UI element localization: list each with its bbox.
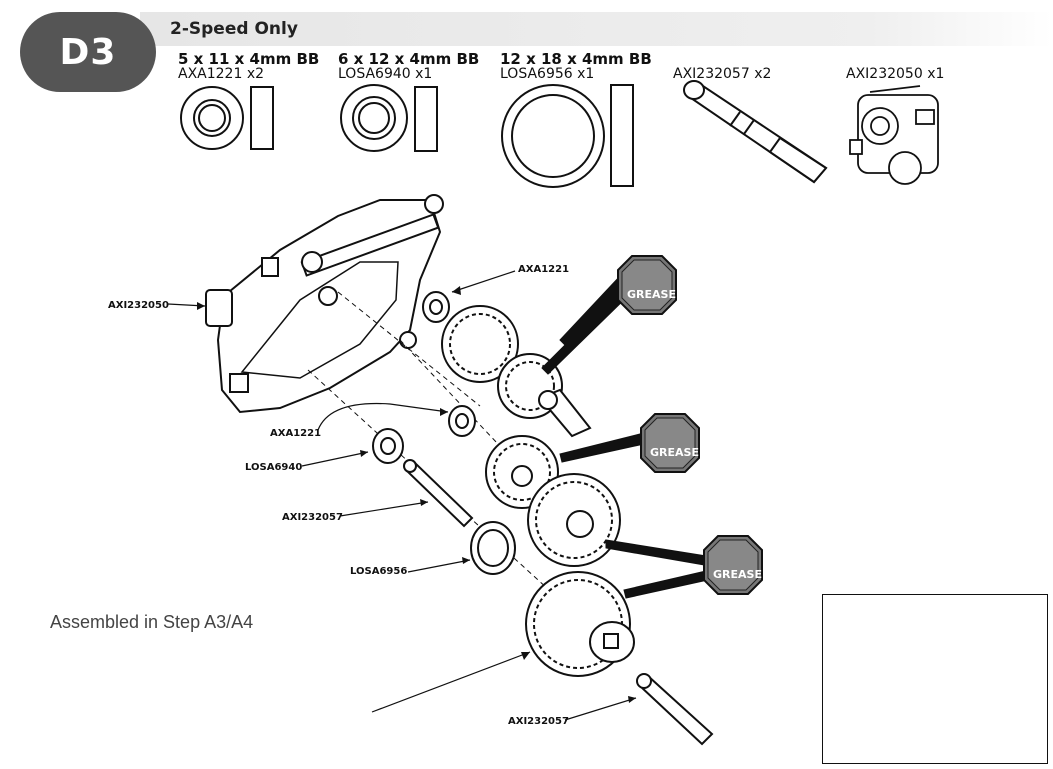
callout-bearing-6956: LOSA6956 — [350, 566, 408, 577]
bearing-5x11-icon — [180, 86, 274, 150]
bearing-axa1221-upper — [422, 291, 450, 323]
callout-arrowheads — [197, 286, 636, 703]
bearing-6x12-icon — [340, 84, 438, 152]
grease-badge-3 — [703, 535, 763, 595]
callout-shaft-top: AXI232057 — [282, 512, 343, 523]
grease-badge-2 — [640, 413, 700, 473]
shaft-axi232057-upper — [403, 459, 474, 528]
inset-frame — [822, 594, 1048, 764]
callout-housing: AXI232050 — [108, 300, 169, 311]
assembly-note: Assembled in Step A3/A4 — [50, 612, 254, 632]
grease-label-2: GREASE — [650, 446, 699, 459]
gear-middle-large — [527, 473, 621, 567]
bearing-12x18-icon — [501, 84, 634, 188]
header-bar — [140, 12, 1053, 46]
part-code-5: AXI232050 x1 — [846, 66, 945, 82]
gear-bottom-spur — [525, 571, 635, 677]
grease-badge-1 — [617, 255, 677, 315]
part-spec-3: 12 x 18 x 4mm BB — [500, 50, 652, 68]
part-spec-1: 5 x 11 x 4mm BB — [178, 50, 320, 68]
callout-bearing-6940: LOSA6940 — [245, 462, 303, 473]
callout-shaft-bottom: AXI232057 — [508, 716, 569, 727]
step-title: 2-Speed Only — [170, 19, 298, 39]
gearbox-axi232050-icon — [849, 85, 939, 185]
bearing-losa6956 — [470, 521, 516, 575]
callout-bearing-mid: AXA1221 — [270, 428, 322, 439]
bearing-axa1221-lower — [448, 405, 476, 437]
gearbox-housing — [205, 194, 444, 414]
part-code-2: LOSA6940 x1 — [338, 66, 433, 82]
shaft-axi232057-icon — [683, 80, 828, 184]
part-spec-2: 6 x 12 x 4mm BB — [338, 50, 480, 68]
step-badge: D3 — [20, 12, 156, 92]
grease-label-1: GREASE — [627, 288, 676, 301]
gear-middle-small — [485, 435, 559, 509]
callout-bearing-top: AXA1221 — [518, 264, 570, 275]
part-code-4: AXI232057 x2 — [673, 66, 772, 82]
part-code-3: LOSA6956 x1 — [500, 66, 595, 82]
callout-leaders — [167, 270, 637, 721]
grease-wedges — [541, 275, 711, 599]
shaft-axi232057-lower — [636, 673, 714, 746]
grease-label-3: GREASE — [713, 568, 762, 581]
bearing-losa6940 — [372, 428, 404, 464]
part-code-1: AXA1221 x2 — [178, 66, 265, 82]
gear-cluster-top — [441, 305, 592, 438]
